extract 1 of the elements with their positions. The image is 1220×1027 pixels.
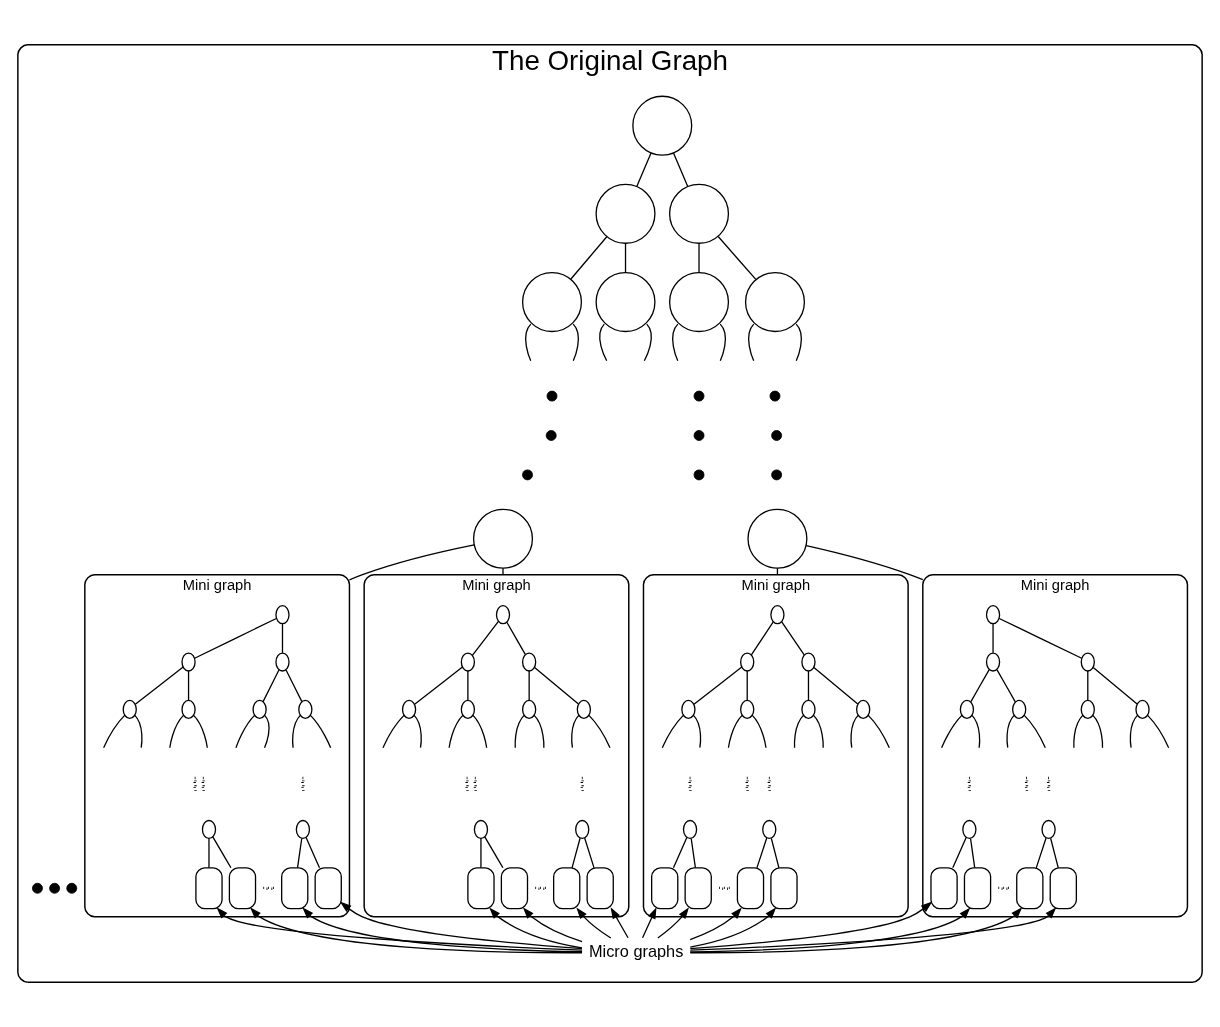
node-text: Micro graphs (588, 941, 684, 960)
